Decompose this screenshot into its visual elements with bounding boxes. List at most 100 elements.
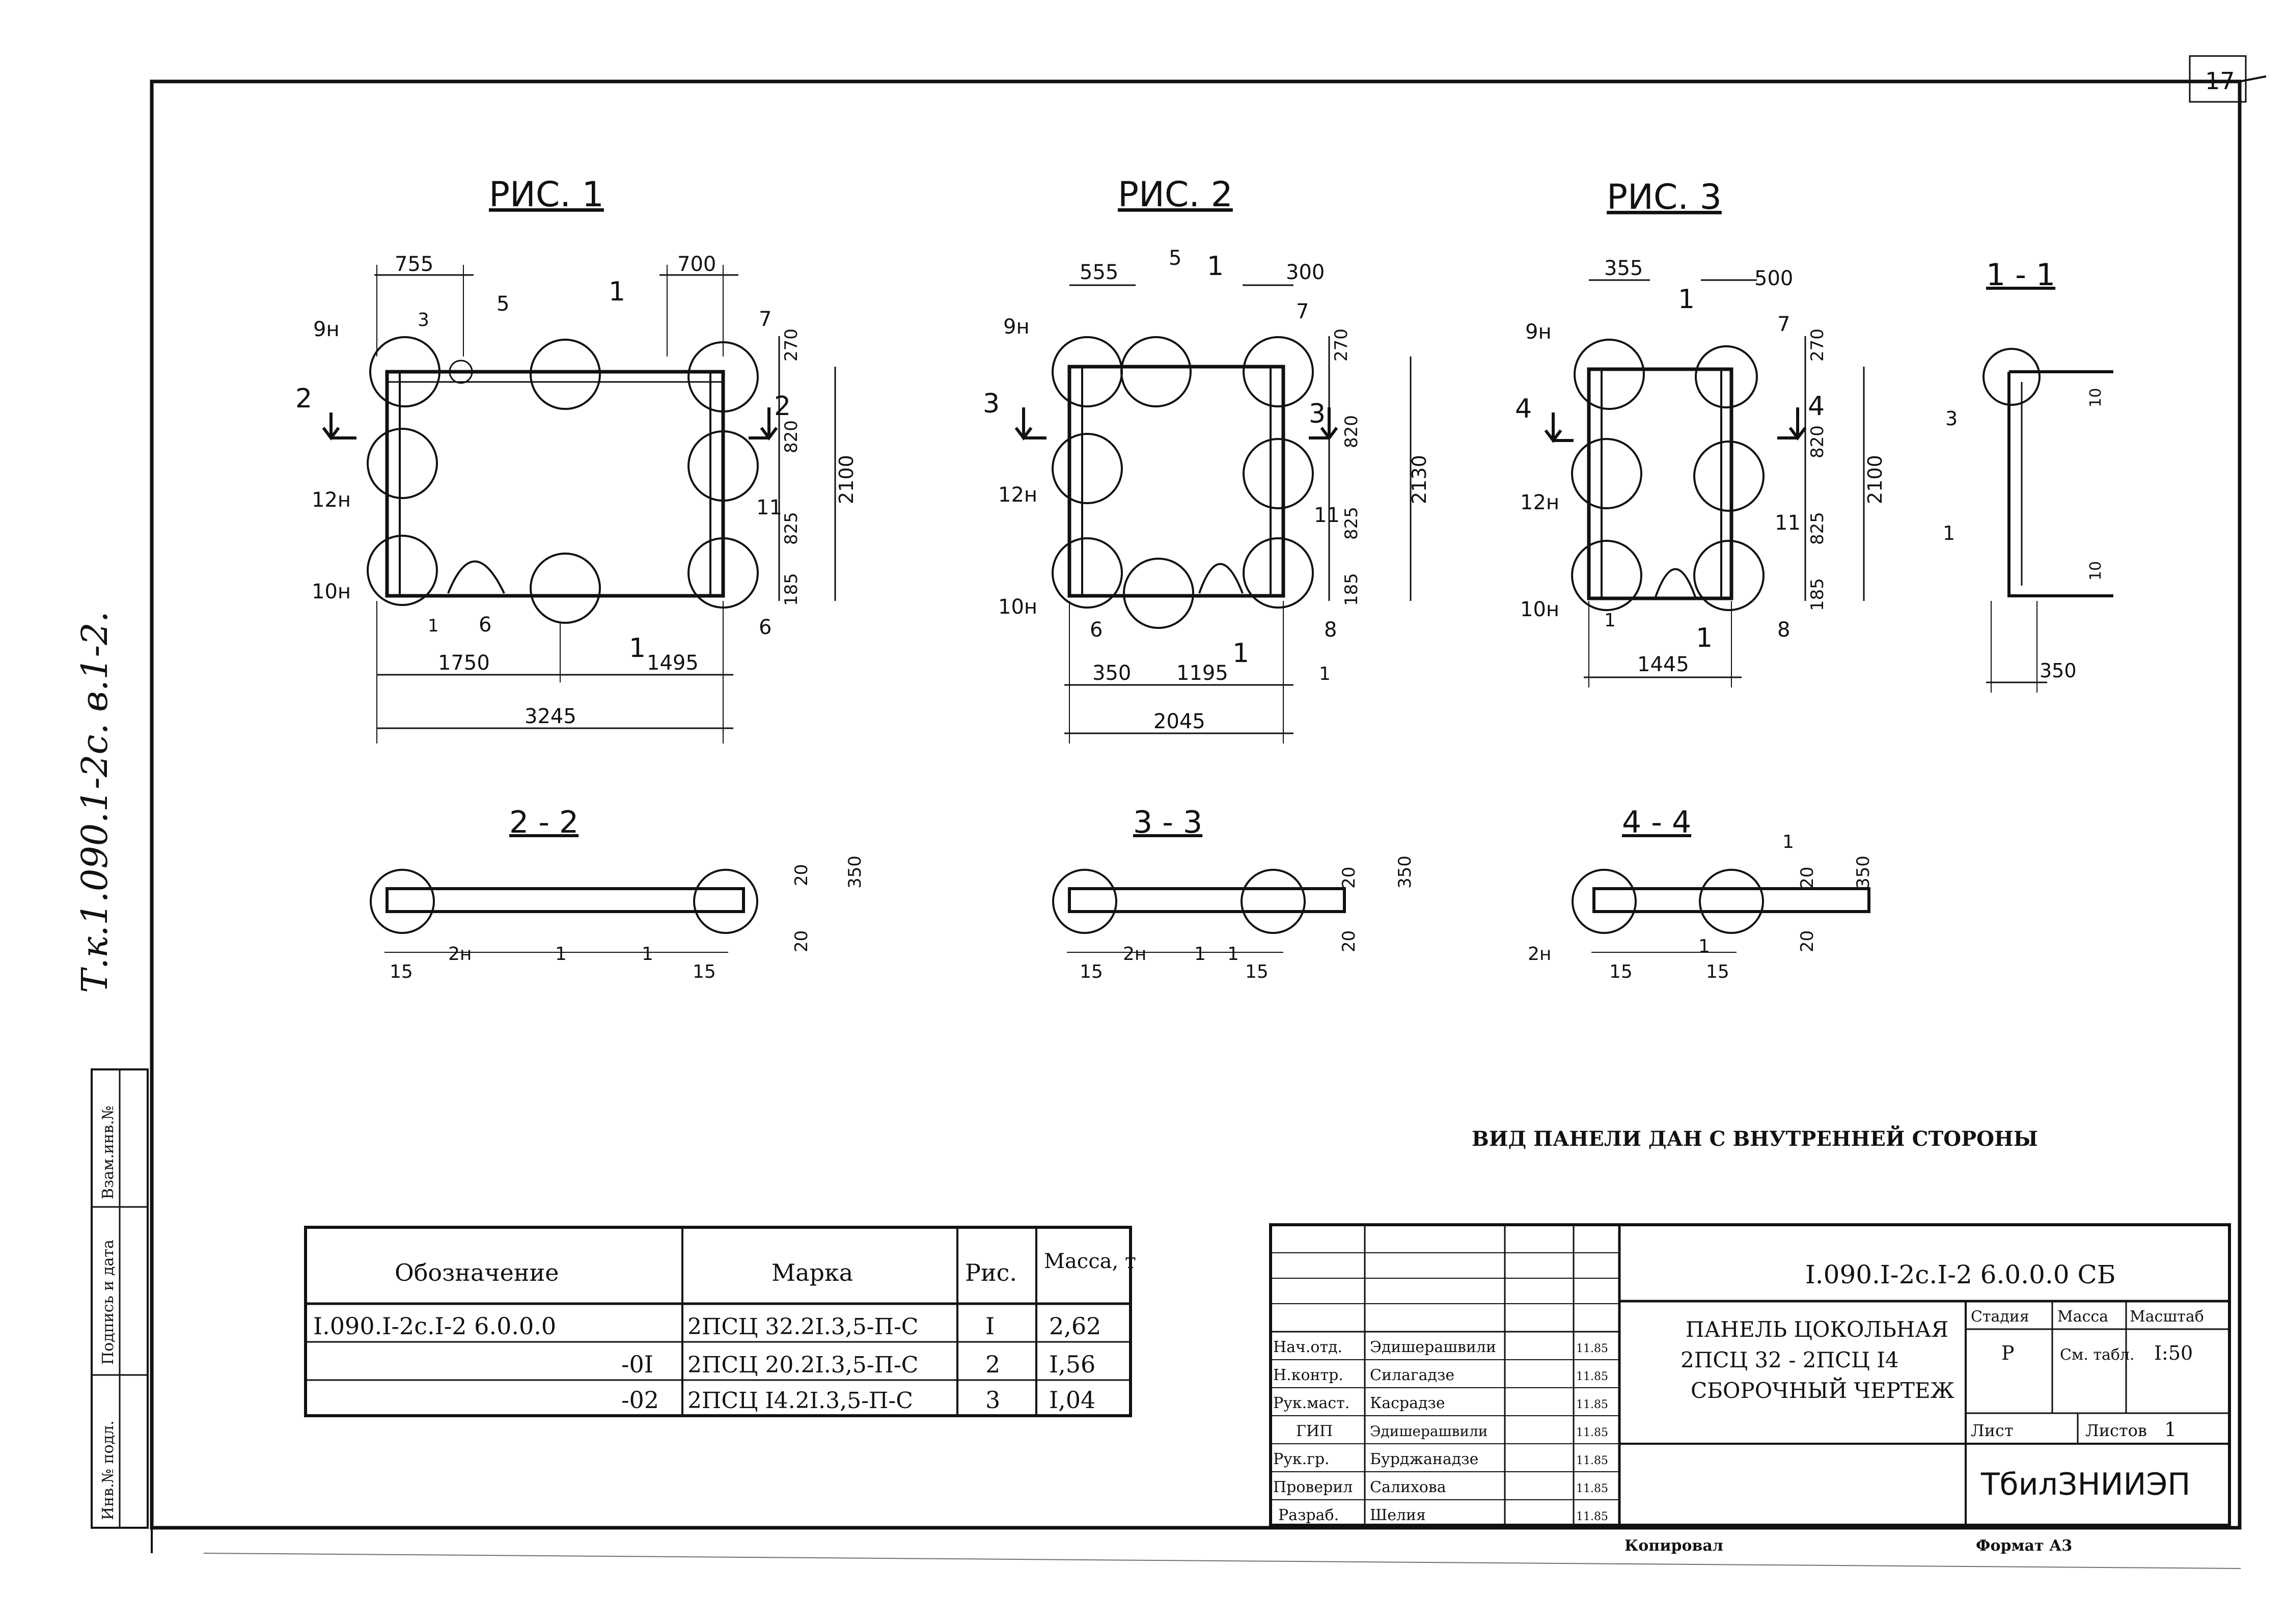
fig2-callout-5: 5 bbox=[1169, 246, 1181, 270]
role-0: Нач.отд. bbox=[1273, 1338, 1342, 1356]
fig1-callout-12: 12н bbox=[312, 488, 351, 512]
sheet-header: Лист bbox=[1971, 1421, 2014, 1440]
sec44-dim-l: 15 bbox=[1609, 961, 1633, 982]
fig2-dim-h: 2130 bbox=[1408, 455, 1430, 504]
spec-r1-mass: 2,62 bbox=[1049, 1312, 1101, 1340]
sec33-dim-r: 15 bbox=[1245, 961, 1269, 982]
sec22-title: 2 - 2 bbox=[509, 805, 579, 840]
name-1: Силагадзе bbox=[1370, 1366, 1454, 1384]
fig3-dim-h: 2100 bbox=[1864, 455, 1886, 504]
fig2-dim-s2: 820 bbox=[1341, 415, 1362, 448]
fig2-callout-7: 7 bbox=[1296, 300, 1309, 323]
sec11-dim-w: 350 bbox=[2040, 659, 2077, 682]
sheet-frame bbox=[150, 79, 2242, 1530]
fig1-dim-s2: 820 bbox=[781, 420, 802, 453]
sec11-title: 1 - 1 bbox=[1986, 257, 2055, 293]
sec33-dim-d1: 20 bbox=[1339, 867, 1359, 889]
date-5: 11.85 bbox=[1576, 1482, 1608, 1495]
sec44-dim-r: 15 bbox=[1706, 961, 1729, 982]
side-stamp: Взам.инв.№ Подпись и дата Инв.№ подл. bbox=[91, 1068, 149, 1529]
spec-r3-fig: 3 bbox=[985, 1386, 1000, 1414]
fig3-callout-1: 1 bbox=[1604, 610, 1616, 631]
fig2-cut-bottom: 1 bbox=[1232, 638, 1249, 669]
name-2: Касрадзе bbox=[1370, 1394, 1445, 1412]
spec-header-fig: Рис. bbox=[965, 1259, 1017, 1286]
spec-header-designation: Обозначение bbox=[395, 1259, 559, 1286]
doc-code: I.090.I-2с.I-2 6.0.0.0 СБ bbox=[1805, 1260, 2116, 1289]
sec22-dim-r: 15 bbox=[693, 961, 716, 982]
sec22-callout-1b: 1 bbox=[642, 944, 653, 965]
corner-mark: 17 bbox=[2205, 67, 2235, 95]
spec-table: Обозначение Марка Рис. Масса, т I.090.I-… bbox=[304, 1226, 1136, 1417]
fig2-callout-12: 12н bbox=[998, 483, 1037, 507]
section-2-2: 2 - 2 15 15 2н 1 1 20 20 350 bbox=[370, 805, 865, 982]
fig3-dim-tl: 355 bbox=[1604, 257, 1643, 280]
fig1-sec-right: 2 bbox=[774, 391, 791, 422]
name-0: Эдишерашвили bbox=[1370, 1338, 1496, 1356]
sec33-callout-1b: 1 bbox=[1227, 944, 1239, 965]
fig3-callout-11: 11 bbox=[1775, 511, 1801, 535]
fig2-callout-11: 11 bbox=[1314, 504, 1340, 527]
spec-r1-mark: 2ПСЦ 32.2I.3,5-П-С bbox=[687, 1314, 918, 1340]
sec33-callout-2: 2н bbox=[1123, 944, 1146, 965]
mass-value: См. табл. bbox=[2060, 1346, 2135, 1364]
fig2-cut-top: 1 bbox=[1207, 251, 1224, 282]
date-3: 11.85 bbox=[1576, 1426, 1608, 1439]
format-label: Формат А3 bbox=[1976, 1537, 2072, 1555]
fig2-sec-left: 3 bbox=[983, 389, 1000, 419]
fig3-cut-bottom: 1 bbox=[1696, 623, 1713, 653]
fig3-cut-top: 1 bbox=[1678, 284, 1695, 315]
stage-value: Р bbox=[2001, 1342, 2015, 1364]
org-name: ТбилЗНИИЭП bbox=[1980, 1467, 2190, 1502]
fig3-callout-9: 9н bbox=[1525, 320, 1552, 344]
sec44-dim-h: 350 bbox=[1853, 856, 1874, 889]
fig2-callout-1: 1 bbox=[1319, 664, 1331, 684]
view-caption: ВИД ПАНЕЛИ ДАН С ВНУТРЕННЕЙ СТОРОНЫ bbox=[1472, 1125, 2038, 1151]
corner-box bbox=[2189, 55, 2247, 103]
sec22-callout-2: 2н bbox=[448, 944, 472, 965]
name-4: Бурджанадзе bbox=[1370, 1450, 1478, 1468]
sec44-callout-1: 1 bbox=[1698, 936, 1710, 957]
spec-r3-designation: -02 bbox=[621, 1386, 659, 1414]
fig1-dim-bl: 1750 bbox=[438, 651, 490, 675]
stamp-replace: Взам.инв.№ bbox=[99, 1106, 117, 1199]
sec44-title: 4 - 4 bbox=[1622, 805, 1691, 840]
fig2-sec-right: 3 bbox=[1309, 399, 1326, 429]
fig1-dim-bt: 3245 bbox=[525, 705, 576, 728]
date-6: 11.85 bbox=[1576, 1510, 1608, 1523]
sec22-dim-l: 15 bbox=[390, 961, 413, 982]
fig2-dim-tl: 555 bbox=[1080, 261, 1118, 284]
sheets-header: Листов bbox=[2085, 1421, 2147, 1440]
fig2-dim-bl: 350 bbox=[1092, 662, 1131, 685]
sec33-dim-l: 15 bbox=[1080, 961, 1103, 982]
fig3-callout-8: 8 bbox=[1777, 618, 1790, 642]
spec-r2-mark: 2ПСЦ 20.2I.3,5-П-С bbox=[687, 1352, 918, 1378]
spec-r1-fig: I bbox=[985, 1312, 995, 1340]
sec11-callout-3: 3 bbox=[1945, 407, 1958, 430]
fig3-callout-10: 10н bbox=[1520, 598, 1559, 621]
fig3-dim-s3: 825 bbox=[1807, 512, 1828, 545]
sec33-dim-d2: 20 bbox=[1339, 930, 1359, 952]
fig3-dim-tr: 500 bbox=[1754, 267, 1793, 290]
spec-r2-fig: 2 bbox=[985, 1351, 1000, 1378]
sec22-dim-h: 350 bbox=[845, 856, 865, 889]
fig3-callout-7: 7 bbox=[1777, 313, 1790, 336]
role-6: Разраб. bbox=[1278, 1506, 1339, 1524]
figure-2: РИС. 2 555 300 270 820 825 185 2130 350 … bbox=[983, 175, 1430, 744]
date-1: 11.85 bbox=[1576, 1370, 1608, 1383]
fig1-callout-6r: 6 bbox=[759, 616, 772, 639]
sheets-value: 1 bbox=[2164, 1418, 2177, 1441]
sec33-dim-h: 350 bbox=[1395, 856, 1415, 889]
section-4-4: 4 - 4 15 15 2н 1 1 20 20 350 bbox=[1528, 805, 1874, 982]
section-1-1: 1 - 1 350 10 10 3 1 bbox=[1943, 257, 2113, 693]
doc-name-line1: ПАНЕЛЬ ЦОКОЛЬНАЯ bbox=[1686, 1317, 1948, 1342]
fig1-dim-s4: 185 bbox=[781, 573, 802, 606]
date-4: 11.85 bbox=[1576, 1454, 1608, 1467]
fig1-callout-6: 6 bbox=[479, 613, 491, 637]
fig3-sec-left: 4 bbox=[1515, 394, 1532, 424]
sec22-callout-1: 1 bbox=[555, 944, 567, 965]
spec-r3-mass: I,04 bbox=[1049, 1386, 1095, 1414]
fig2-title: РИС. 2 bbox=[1118, 175, 1233, 215]
fig2-callout-9: 9н bbox=[1003, 315, 1030, 339]
